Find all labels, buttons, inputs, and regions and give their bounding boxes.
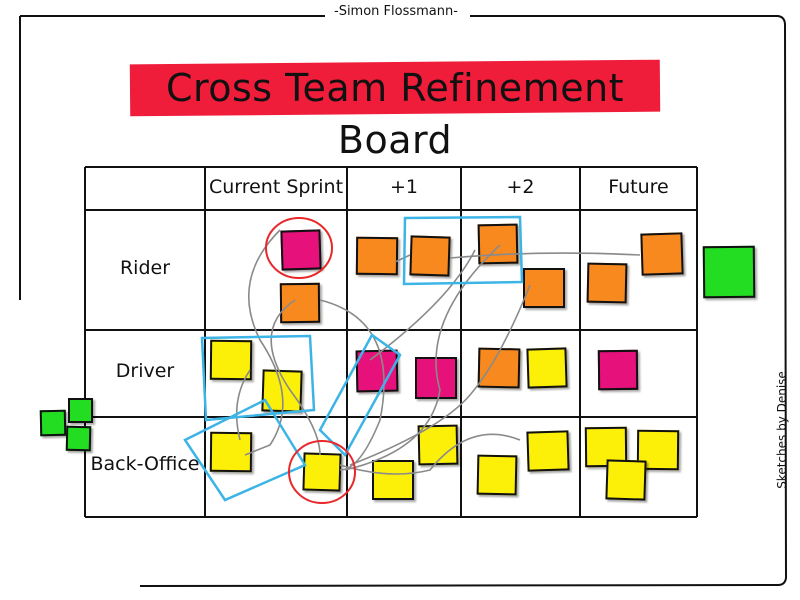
sticky-note-yellow[interactable] [605,459,647,501]
sticky-note-pink[interactable] [280,229,322,271]
sticky-note-pink[interactable] [415,357,457,399]
sticky-note-orange[interactable] [477,223,519,265]
column-header-plus-2: +2 [506,176,535,198]
column-header-plus-1: +1 [389,176,418,198]
sticky-note-orange[interactable] [640,232,684,276]
sketches-credit: Sketches by Denise [775,371,789,489]
sticky-note-orange[interactable] [409,235,451,277]
sticky-note-green[interactable] [702,245,756,299]
sticky-note-yellow[interactable] [476,454,518,496]
sticky-note-yellow[interactable] [372,460,414,500]
column-header-current-sprint: Current Sprint [208,176,344,198]
row-label-rider: Rider [119,257,171,279]
sticky-note-yellow[interactable] [302,452,342,492]
sticky-note-orange[interactable] [523,268,565,308]
sticky-note-pink[interactable] [355,349,399,393]
sticky-note-green[interactable] [39,409,67,437]
sticky-note-orange[interactable] [477,347,521,389]
sticky-note-orange[interactable] [586,262,628,304]
sticky-note-yellow[interactable] [417,424,459,466]
sticky-note-yellow[interactable] [526,430,570,472]
sticky-note-green[interactable] [65,425,92,452]
column-header-future: Future [608,176,669,198]
row-label-driver: Driver [115,360,175,382]
sticky-note-yellow[interactable] [209,339,253,381]
board-title: Cross Team Refinement Board [165,66,625,162]
sticky-note-yellow[interactable] [209,431,253,473]
sticky-note-orange[interactable] [279,282,321,324]
sticky-note-yellow[interactable] [261,369,303,413]
author-credit: -Simon Flossmann- [330,4,462,19]
sticky-note-pink[interactable] [597,349,639,391]
row-label-back-office: Back-Office [90,453,200,475]
sticky-note-yellow[interactable] [526,347,568,389]
sticky-note-green[interactable] [68,398,93,423]
sticky-note-orange[interactable] [355,236,399,276]
